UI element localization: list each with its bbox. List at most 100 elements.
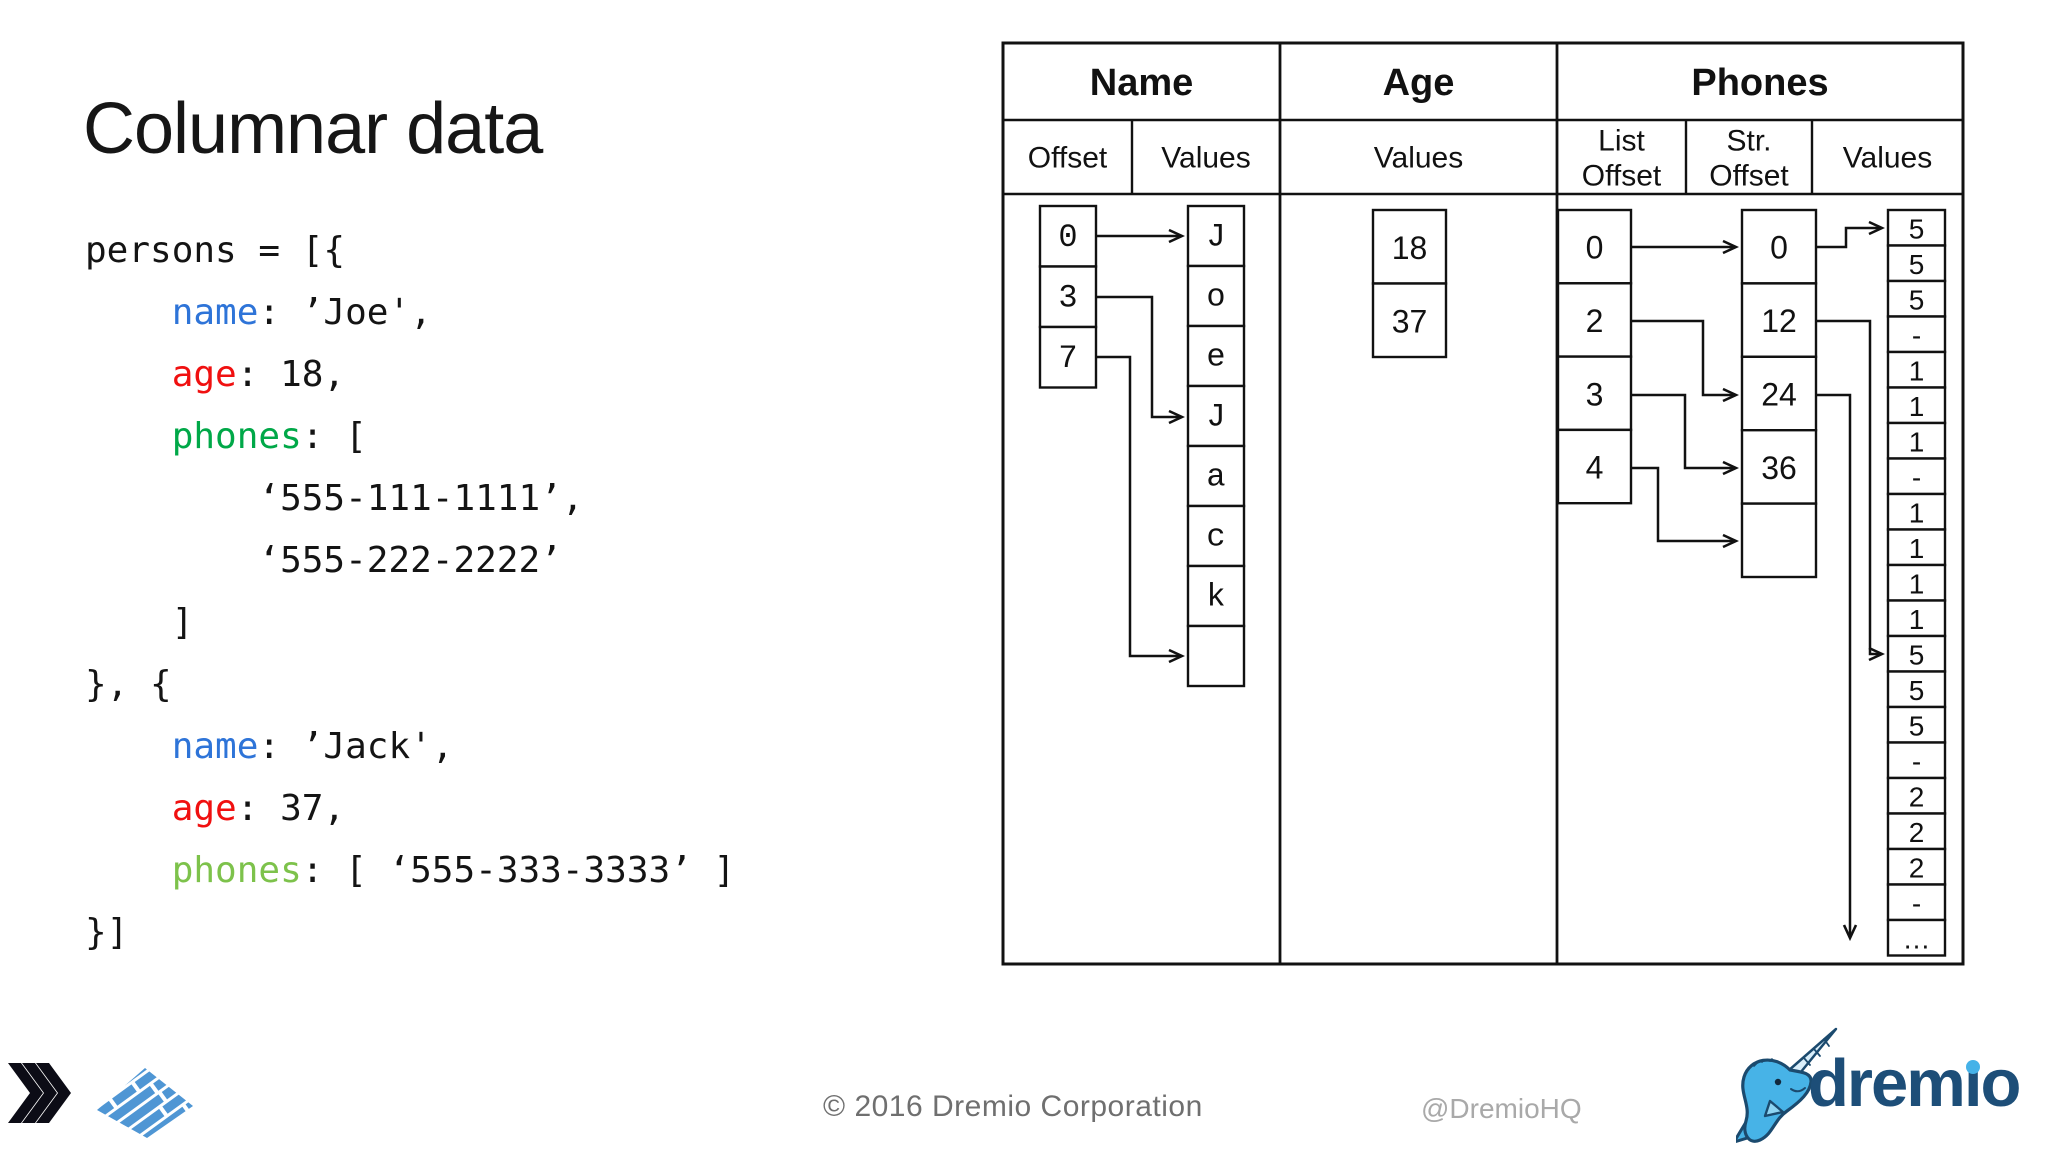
phones-value-cell-label: 2 [1909, 817, 1925, 848]
arrow-name-offset-3 [1096, 295, 1182, 417]
phones-value-cell-label: 2 [1909, 852, 1925, 883]
phones-list-offset-cell [1556, 428, 1633, 505]
column-header-name: Name [1090, 62, 1194, 104]
code-line: persons = [{ [85, 220, 735, 282]
phones-str-offset-cell-label: 24 [1761, 377, 1797, 413]
phones-value-cell-label: 2 [1909, 781, 1925, 812]
code-segment: age [171, 354, 237, 395]
name-value-cell-label: k [1206, 579, 1225, 616]
code-segment: }] [85, 912, 129, 953]
code-line: ] [85, 592, 735, 654]
table-outer-border [1001, 41, 1965, 966]
phones-value-cell [1886, 244, 1947, 283]
phones-value-cell-label: 1 [1909, 497, 1925, 528]
phones-value-cell-label: 1 [1909, 533, 1925, 564]
subcolumn-header: Offset [1028, 142, 1108, 175]
code-line: ‘555-111-1111’, [85, 468, 735, 530]
code-segment: persons = [{ [85, 230, 346, 271]
code-segment: : 37, [236, 788, 346, 829]
name-value-cell [1186, 504, 1246, 568]
arrow-str-offset-24 [1816, 393, 1850, 938]
phones-value-cell [1886, 883, 1947, 922]
age-value-cell-label: 37 [1392, 303, 1428, 339]
column-header-age: Age [1383, 62, 1455, 104]
phones-values-stack: 555-111-1111555-222-… [1886, 208, 1947, 957]
code-segment: ‘555-222-2222’ [85, 540, 562, 581]
name-offset-cell [1038, 325, 1098, 389]
code-block: persons = [{ name: ’Joe', age: 18, phone… [85, 220, 735, 964]
code-segment: : ’Jack', [258, 726, 454, 767]
name-offset-cell-label: 0 [1058, 219, 1077, 256]
copyright-text: © 2016 Dremio Corporation [823, 1090, 1203, 1123]
code-line: phones: [ ‘555-333-3333’ ] [85, 840, 736, 902]
dremio-logo-i-dot [1966, 1060, 1980, 1074]
phones-value-cell [1886, 279, 1947, 318]
arrow-list-offset-4 [1631, 466, 1736, 541]
parquet-logo [97, 1068, 193, 1138]
phones-str-offset-cell-label: 12 [1761, 303, 1797, 339]
phones-value-cell-label: - [1912, 746, 1921, 777]
code-line: age: 18, [85, 344, 735, 406]
name-value-cell [1186, 624, 1246, 688]
name-offset-cell [1038, 204, 1098, 268]
phones-value-cell [1886, 208, 1947, 247]
phones-value-cell-label: - [1912, 462, 1921, 493]
name-value-cell [1186, 324, 1246, 388]
name-value-cell [1186, 444, 1246, 508]
age-value-cell-label: 18 [1392, 230, 1428, 266]
phones-value-cell-label: 5 [1909, 710, 1925, 741]
phones-value-cell-label: 5 [1909, 639, 1925, 670]
code-line: name: ’Joe', [85, 282, 735, 344]
name-offset-cell-label: 7 [1058, 340, 1077, 377]
dremio-narwhal-logo [1736, 1027, 1838, 1143]
subcolumn-header: List [1598, 125, 1645, 158]
name-value-cell [1186, 564, 1246, 628]
name-value-cell-label: e [1206, 339, 1225, 376]
arrow-list-offset-3 [1631, 393, 1736, 468]
code-segment: }, { [85, 664, 172, 705]
phones-list-offset-cell-label: 2 [1586, 303, 1604, 339]
phones-value-cell-label: 5 [1909, 284, 1925, 315]
code-line: phones: [ [85, 406, 735, 468]
phones-value-cell [1886, 528, 1947, 567]
phones-value-cell [1886, 812, 1947, 851]
code-segment: name [171, 292, 259, 333]
name-value-cell [1186, 384, 1246, 448]
page-title: Columnar data [83, 89, 543, 169]
phones-str-offset-cell-label: 36 [1761, 450, 1797, 486]
code-segment: ] [85, 602, 194, 643]
phones-value-cell-label: 1 [1909, 604, 1925, 635]
phones-value-cell-label: 5 [1909, 249, 1925, 280]
arrow-list-offset-2 [1631, 319, 1736, 395]
subcolumn-header: Values [1843, 142, 1933, 175]
phones-value-cell-label: - [1912, 888, 1921, 919]
name-value-cell-label: J [1206, 399, 1225, 436]
phones-list-offset-cell-label: 4 [1586, 450, 1604, 486]
phones-value-cell [1886, 634, 1947, 673]
subcolumn-header: Values [1374, 142, 1464, 175]
phones-value-cell [1886, 741, 1947, 780]
subcolumn-header: Offset [1709, 160, 1789, 193]
name-offsets-stack: 037 [1038, 204, 1098, 389]
name-value-cell [1186, 264, 1246, 328]
phones-str-offset-cell [1740, 502, 1818, 579]
code-segment: : 18, [236, 354, 346, 395]
phones-value-cell [1886, 350, 1947, 389]
phones-value-cell-label: 1 [1909, 391, 1925, 422]
phones-value-cell [1886, 386, 1947, 425]
twitter-handle: @DremioHQ [1421, 1093, 1582, 1124]
phones-value-cell-label: 1 [1909, 568, 1925, 599]
code-segment: name [171, 726, 259, 767]
phones-value-cell-label: … [1903, 923, 1931, 954]
name-value-cell-label: c [1206, 519, 1225, 556]
phones-list-offset-cell-label: 0 [1586, 230, 1604, 266]
dremio-logo-text: dremıo [1808, 1046, 2021, 1121]
arrow-name-offset-7 [1096, 355, 1182, 656]
arrow-str-offset-0 [1816, 228, 1882, 249]
column-header-phones: Phones [1691, 62, 1828, 104]
phones-value-cell-label: 5 [1909, 675, 1925, 706]
code-segment: : ’Joe', [258, 292, 432, 333]
phones-str-offset-cell [1740, 429, 1818, 505]
